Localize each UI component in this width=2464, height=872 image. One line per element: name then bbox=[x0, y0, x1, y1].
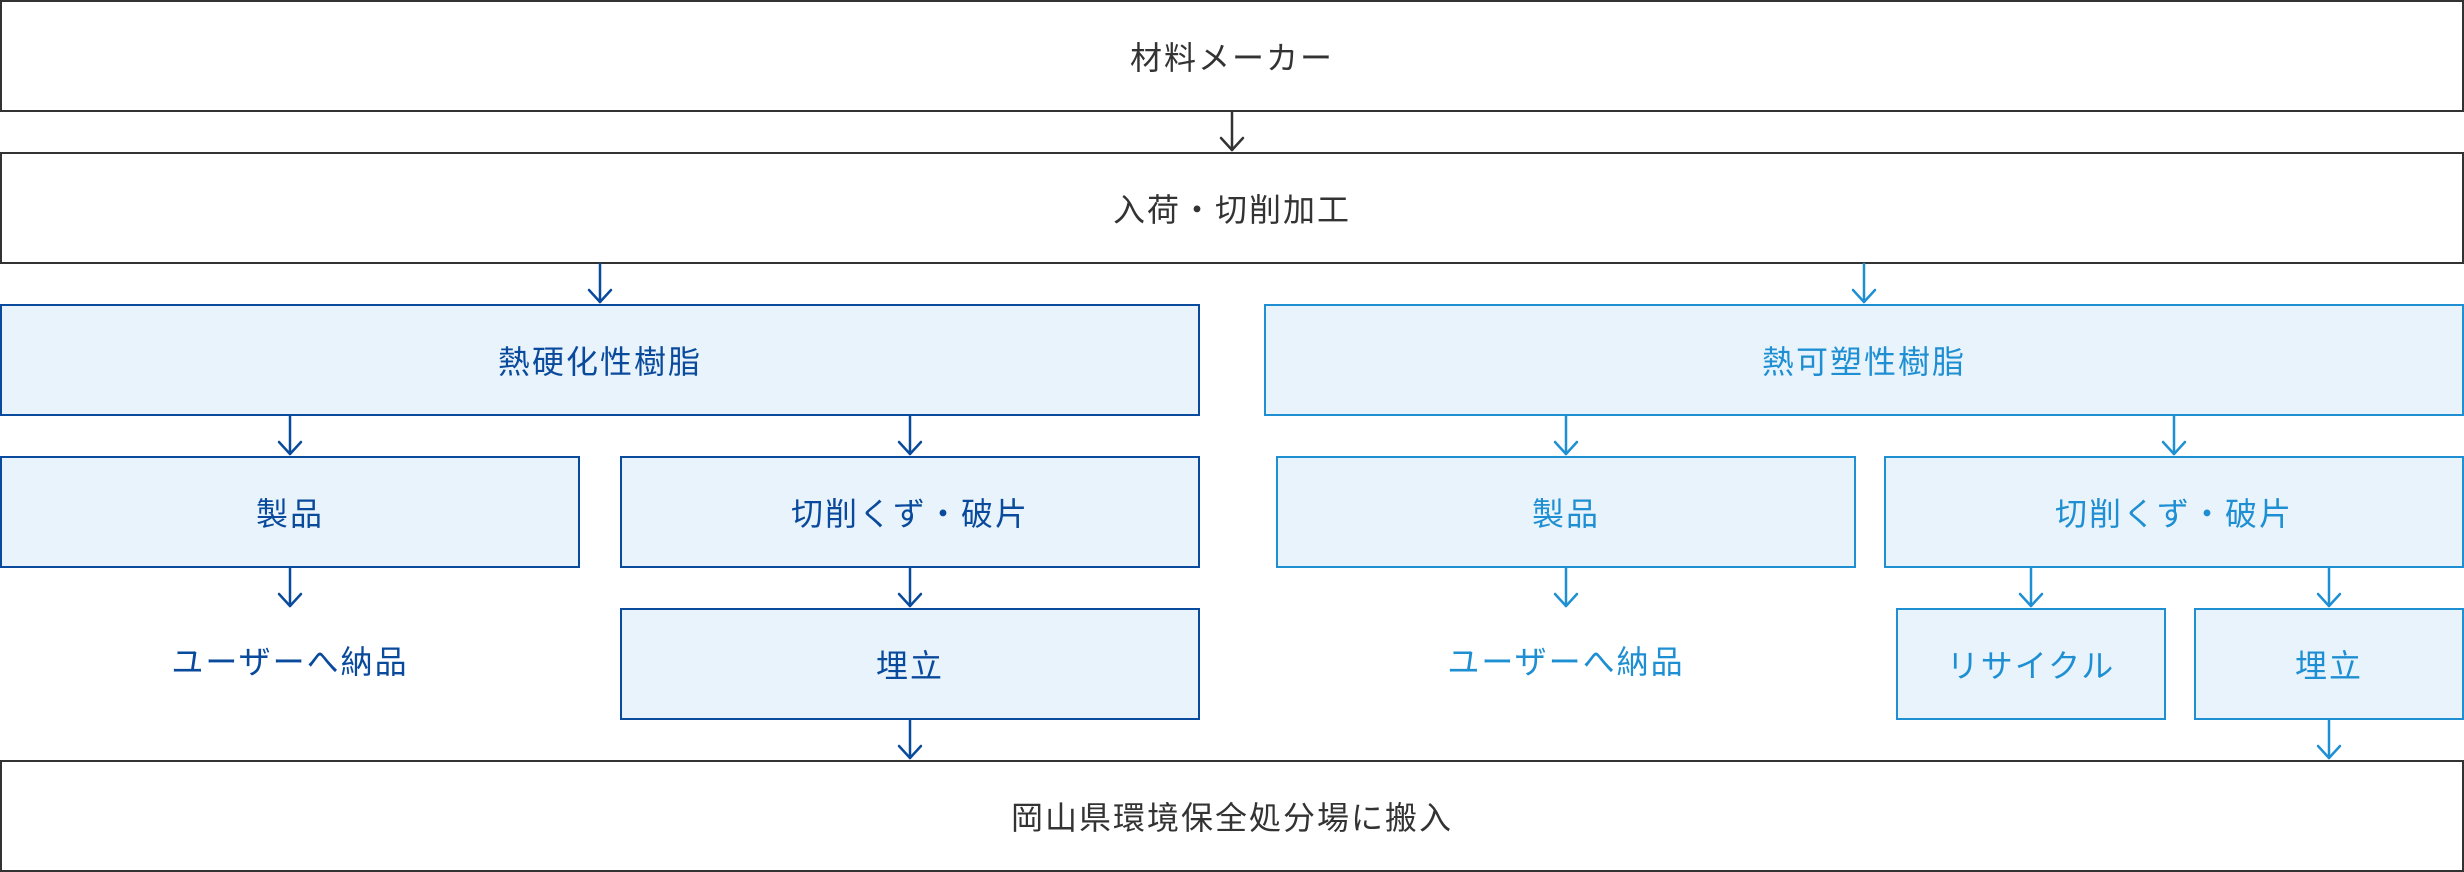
material-maker-box: 材料メーカー bbox=[0, 0, 2464, 112]
arrow-thermoplastic-product-to-delivery bbox=[1553, 566, 1579, 608]
disposal-facility-box: 岡山県環境保全処分場に搬入 bbox=[0, 760, 2464, 872]
thermoplastic-resin-box: 熱可塑性樹脂 bbox=[1264, 304, 2464, 416]
arrow-maker-to-receiving bbox=[1219, 110, 1245, 152]
arrow-thermoset-product-to-delivery bbox=[277, 566, 303, 608]
thermoset-delivery-label: ユーザーへ納品 bbox=[171, 643, 409, 681]
thermoplastic-product-box: 製品 bbox=[1276, 456, 1856, 568]
thermoplastic-recycle-box: リサイクル bbox=[1896, 608, 2166, 720]
arrow-thermoset-to-scraps bbox=[897, 414, 923, 456]
arrow-thermoplastic-to-scraps bbox=[2161, 414, 2187, 456]
arrow-receiving-to-thermoset bbox=[587, 262, 613, 304]
thermoset-product-box: 製品 bbox=[0, 456, 580, 568]
arrow-thermoplastic-scraps-to-recycle bbox=[2018, 566, 2044, 608]
thermoplastic-resin-label: 熱可塑性樹脂 bbox=[1761, 343, 1966, 381]
thermoplastic-landfill-label: 埋立 bbox=[2294, 647, 2363, 685]
thermoset-scraps-label: 切削くず・破片 bbox=[790, 495, 1029, 533]
thermoplastic-product-label: 製品 bbox=[1531, 495, 1600, 533]
thermoset-product-label: 製品 bbox=[255, 495, 324, 533]
thermoplastic-scraps-box: 切削くず・破片 bbox=[1884, 456, 2464, 568]
disposal-facility-label: 岡山県環境保全処分場に搬入 bbox=[1010, 799, 1453, 837]
arrow-thermoset-landfill-to-disposal bbox=[897, 718, 923, 760]
thermoset-landfill-label: 埋立 bbox=[875, 647, 944, 685]
arrow-thermoset-to-product bbox=[277, 414, 303, 456]
thermoplastic-landfill-box: 埋立 bbox=[2194, 608, 2464, 720]
thermoplastic-scraps-label: 切削くず・破片 bbox=[2054, 495, 2293, 533]
arrow-receiving-to-thermoplastic bbox=[1851, 262, 1877, 304]
thermoset-resin-box: 熱硬化性樹脂 bbox=[0, 304, 1200, 416]
receiving-cutting-label: 入荷・切削加工 bbox=[1112, 191, 1351, 229]
arrow-thermoplastic-scraps-to-landfill bbox=[2316, 566, 2342, 608]
receiving-cutting-box: 入荷・切削加工 bbox=[0, 152, 2464, 264]
thermoplastic-delivery-label: ユーザーへ納品 bbox=[1447, 643, 1685, 681]
arrow-thermoplastic-to-product bbox=[1553, 414, 1579, 456]
arrow-thermoplastic-landfill-to-disposal bbox=[2316, 718, 2342, 760]
material-maker-label: 材料メーカー bbox=[1129, 39, 1334, 77]
arrow-thermoset-scraps-to-landfill bbox=[897, 566, 923, 608]
thermoset-scraps-box: 切削くず・破片 bbox=[620, 456, 1200, 568]
thermoplastic-recycle-label: リサイクル bbox=[1946, 647, 2116, 685]
thermoset-resin-label: 熱硬化性樹脂 bbox=[497, 343, 702, 381]
thermoset-landfill-box: 埋立 bbox=[620, 608, 1200, 720]
